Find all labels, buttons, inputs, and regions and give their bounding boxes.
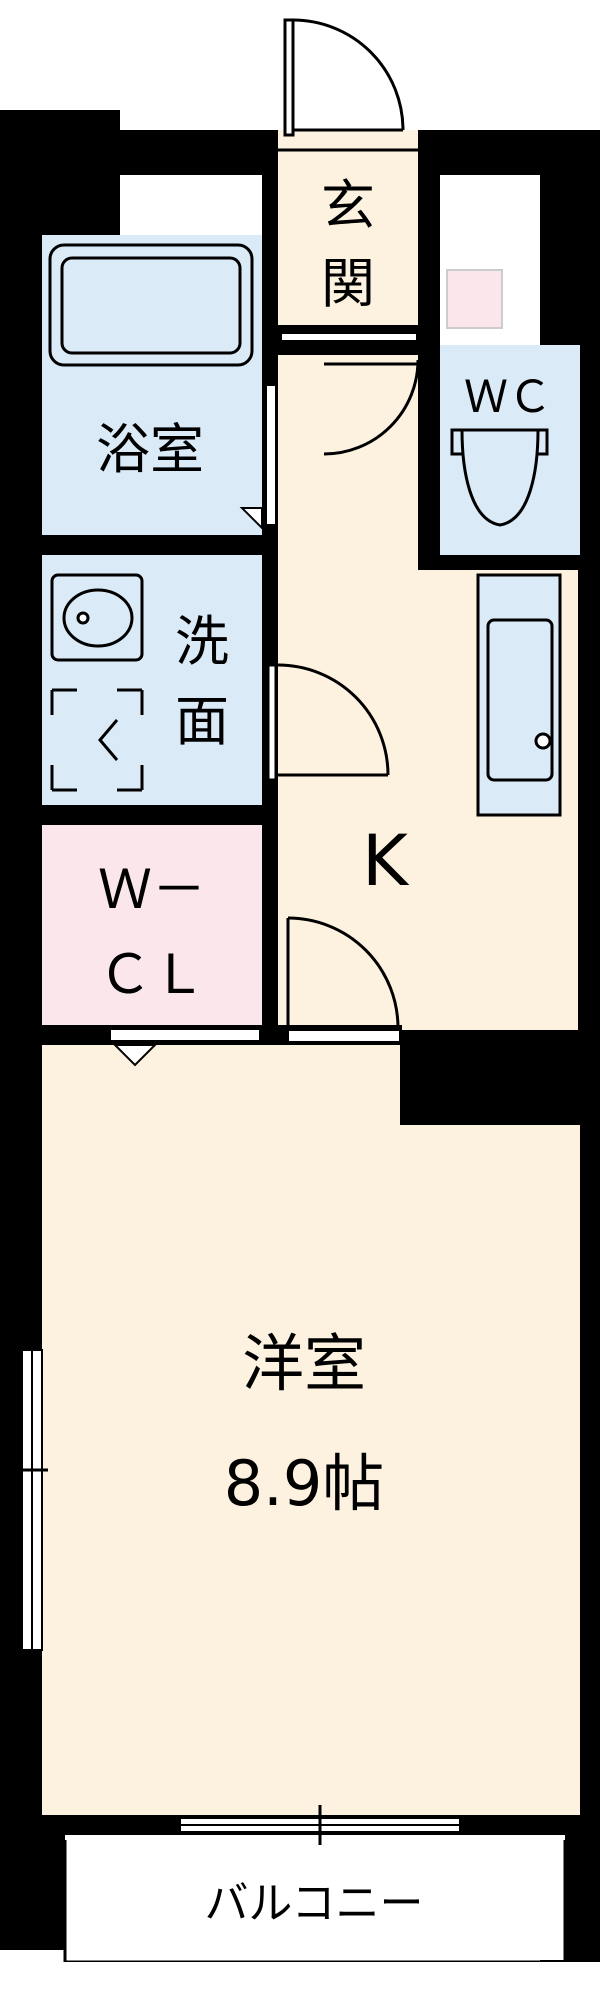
room-door-swing: [286, 916, 400, 1029]
toilet-icon: [450, 428, 549, 527]
western-room-floor: [42, 1045, 582, 1815]
sink-icon: [50, 573, 144, 662]
balcony-window-icon: [179, 1805, 461, 1845]
partition-left-wet: [262, 150, 278, 1045]
partition-room-right: [580, 1030, 600, 1815]
kitchen-counter-icon: [476, 573, 562, 817]
kitchen-label: K: [362, 820, 410, 902]
partition-wash-closet: [42, 805, 277, 825]
closet-label-2: ＣＬ: [98, 943, 206, 1006]
wash-door-swing: [266, 663, 390, 782]
washroom-label-2: 面: [175, 690, 229, 753]
western-room-size: 8.9帖: [224, 1447, 385, 1520]
window-icon: [14, 1349, 48, 1651]
room-door-gap: [287, 1029, 401, 1043]
balcony-label: バルコニー: [204, 1878, 423, 1929]
closet-label-1: Ｗ－: [98, 858, 206, 921]
washing-machine-pan-icon: [50, 688, 144, 792]
closet-floor: [42, 825, 262, 1025]
balcony-floor: [65, 1835, 565, 1960]
partition-kitchen-room: [400, 1030, 580, 1125]
entrance-label-1: 玄: [321, 174, 375, 237]
toilet-label: ＷＣ: [464, 372, 552, 423]
partition-bath-wash: [42, 535, 277, 555]
door-swing-icon: [283, 18, 405, 137]
bathtub-icon: [48, 243, 254, 367]
bath-door-icon: [239, 384, 277, 531]
partition-entrance-right: [418, 150, 440, 325]
pink-box: [446, 269, 503, 329]
entrance-floor: [278, 150, 418, 325]
entrance-top-cut: [278, 130, 418, 150]
closet-door-icon: [109, 1028, 261, 1067]
western-room-label: 洋室: [242, 1327, 366, 1400]
entrance-label-2: 関: [321, 252, 375, 315]
toilet-door-swing: [323, 359, 420, 456]
partition-toilet-bottom: [418, 555, 598, 570]
partition-toilet-left: [418, 325, 440, 570]
bath-label: 浴室: [96, 418, 204, 481]
washroom-label-1: 洗: [175, 610, 229, 673]
